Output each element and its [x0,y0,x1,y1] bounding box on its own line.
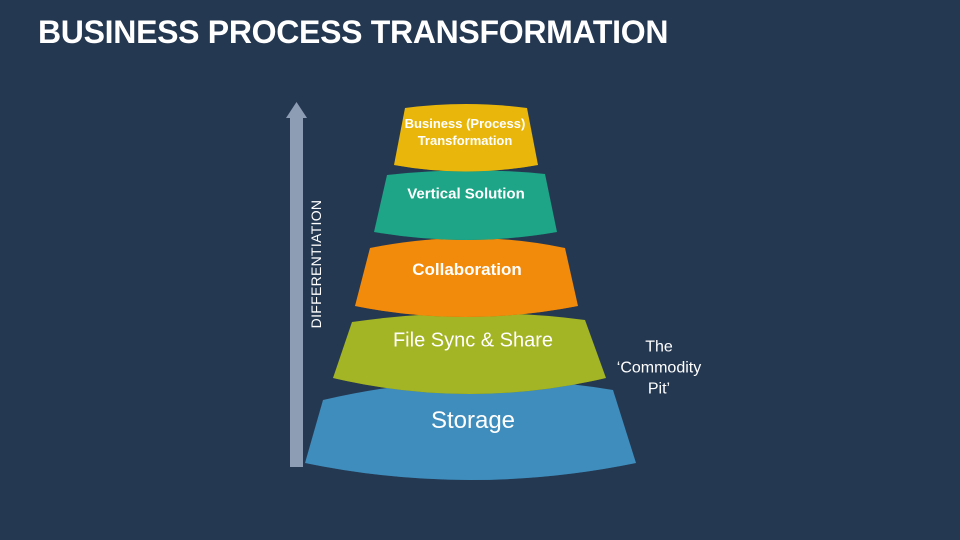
layer-business-transformation [394,104,538,172]
layer-file-sync [333,312,606,394]
layer-label-file-sync: File Sync & Share [392,329,554,352]
commodity-pit-annotation: The ‘Commodity Pit’ [616,338,702,398]
slide-title: BUSINESS PROCESS TRANSFORMATION [38,14,669,50]
layer-label-vertical-solution: Vertical Solution [407,185,525,203]
differentiation-arrow [286,102,307,467]
layer-storage [305,380,636,480]
layer-label-storage: Storage [430,407,516,434]
layer-label-business-transformation: Business (Process) Transformation [404,116,526,148]
axis-label: DIFFERENTIATION [308,199,324,329]
layer-vertical-solution [374,170,557,240]
layer-collaboration [355,238,578,317]
layer-label-collaboration: Collaboration [412,260,522,279]
